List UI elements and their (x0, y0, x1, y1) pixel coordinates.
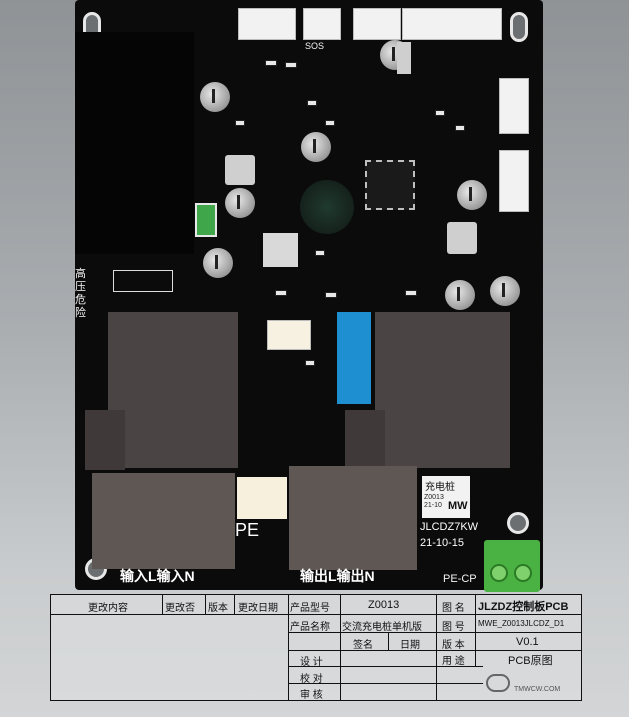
terminal-input (92, 473, 235, 569)
green-component (195, 203, 217, 237)
regulator (397, 42, 411, 74)
product-model-label: 产品型号 (290, 603, 330, 614)
sign-label: 签名 (353, 640, 373, 651)
version-value: V0.1 (516, 636, 539, 648)
danger-symbol (113, 270, 173, 292)
check-label: 校 对 (300, 674, 323, 685)
product-model-value: Z0013 (368, 599, 400, 611)
model-label: JLCDZ7KW (420, 521, 479, 533)
smd-part (455, 125, 465, 131)
smd-part (315, 250, 325, 256)
connector-right-1 (499, 78, 529, 134)
relay-left (108, 312, 238, 468)
smd-part (307, 100, 317, 106)
mounting-hole (507, 512, 529, 534)
capacitor (301, 132, 331, 162)
sos-label: SOS (305, 41, 325, 51)
connector-sos (303, 8, 341, 40)
col-change-content: 更改内容 (88, 603, 128, 614)
date-label: 21-10-15 (420, 537, 465, 549)
pe-label: PE (235, 520, 260, 540)
inductor (225, 155, 255, 185)
smd-part (235, 120, 245, 126)
capacitor (457, 180, 487, 210)
review-label: 审 核 (300, 690, 323, 701)
smd-part (265, 60, 277, 66)
drawing-no-label: 图 号 (442, 622, 465, 633)
capacitor (445, 280, 475, 310)
logo-text: TMWCW.COM (514, 686, 561, 693)
drawing-no-value: MWE_Z0013JLCDZ_D1 (478, 619, 565, 628)
logo-icon (486, 674, 510, 692)
smd-part (285, 62, 297, 68)
input-label: 输入L输入N (120, 568, 195, 584)
cp-connector (484, 540, 540, 592)
date-label: 日期 (400, 640, 420, 651)
ic-chip (263, 233, 298, 267)
version-label: 版 本 (442, 640, 465, 651)
connector-j1 (238, 8, 296, 40)
output-label: 输出L输出N (300, 568, 375, 584)
x-capacitor (337, 312, 371, 404)
capacitor (490, 276, 520, 306)
connector-center (267, 320, 311, 350)
design-label: 设 计 (300, 657, 323, 668)
col-version: 版本 (208, 603, 228, 614)
smd-part (325, 292, 337, 298)
product-name-value: 交流充电桩单机版 (342, 622, 422, 633)
smd-part (305, 360, 315, 366)
capacitor (225, 188, 255, 218)
drawing-name-value: JLZDZ控制板PCB (478, 601, 569, 613)
brand-mark: MW (448, 500, 468, 512)
connector-right-2 (499, 150, 529, 212)
smd-part (275, 290, 287, 296)
screw-icon (490, 564, 508, 582)
connector-j4 (402, 8, 502, 40)
terminal-output (289, 466, 417, 570)
smd-part (435, 110, 445, 116)
usage-value: PCB原图 (508, 655, 553, 667)
pe-cp-label: PE-CP (443, 573, 477, 585)
connector-j3 (353, 8, 401, 40)
col-change-no: 更改否 (165, 603, 195, 614)
relay-right (375, 312, 510, 468)
danger-label: 高压危险 (75, 268, 86, 319)
code-small: Z0013 21-10 (424, 494, 444, 509)
pcb-board: SOS 高压危险 PE 输入L输入N (75, 0, 543, 590)
relay-left-shadow (85, 410, 125, 470)
capacitor (203, 248, 233, 278)
mcu-chip (365, 160, 415, 210)
power-module (75, 32, 194, 254)
charger-label-box: 充电桩 Z0013 21-10 MW (422, 476, 470, 518)
title-block: 更改内容 更改否 版本 更改日期 产品型号 Z0013 图 名 JLZDZ控制板… (50, 594, 582, 701)
col-change-date: 更改日期 (238, 603, 278, 614)
usage-label: 用 途 (442, 656, 465, 667)
smd-part (405, 290, 417, 296)
capacitor (200, 82, 230, 112)
smd-part (325, 120, 335, 126)
drawing-name-label: 图 名 (442, 603, 465, 614)
buzzer (300, 180, 354, 234)
relay-right-shadow (345, 410, 385, 470)
product-name-label: 产品名称 (290, 622, 330, 633)
screw-icon (514, 564, 532, 582)
mounting-hole (510, 12, 528, 42)
inductor (447, 222, 477, 254)
company-logo: TMWCW.COM (486, 670, 580, 698)
charger-label: 充电桩 (425, 482, 455, 493)
pe-terminal (237, 477, 287, 519)
